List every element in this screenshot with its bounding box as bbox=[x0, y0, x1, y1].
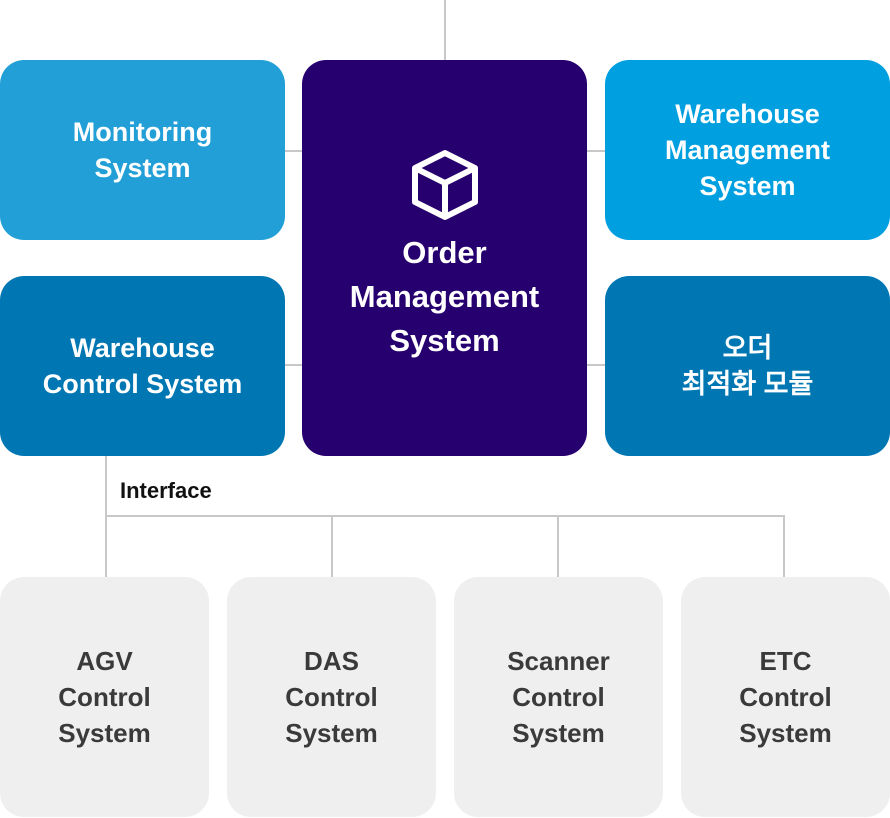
warehouse-management-system-label: Warehouse Management System bbox=[664, 99, 831, 201]
connector-oms-optimizer bbox=[587, 364, 605, 366]
das-control-system-box: DAS Control System bbox=[227, 577, 436, 817]
cube-icon bbox=[411, 150, 478, 220]
etc-control-system-box: ETC Control System bbox=[681, 577, 890, 817]
monitoring-system-label: Monitoring System bbox=[72, 117, 213, 183]
connector-oms-wms bbox=[587, 150, 605, 152]
etc-control-system-label: ETC Control System bbox=[739, 646, 832, 748]
order-optimization-module-box: 오더 최적화 모듈 bbox=[605, 276, 890, 456]
order-management-system-box: Order Management System bbox=[302, 60, 587, 456]
order-optimization-module-label: 오더 최적화 모듈 bbox=[681, 333, 814, 399]
warehouse-management-system-box: Warehouse Management System bbox=[605, 60, 890, 240]
order-management-system-label: Order Management System bbox=[349, 235, 540, 358]
scanner-control-system-label: Scanner Control System bbox=[507, 646, 610, 748]
agv-control-system-box: AGV Control System bbox=[0, 577, 209, 817]
interface-label: Interface bbox=[120, 478, 212, 503]
connector-monitoring-oms bbox=[285, 150, 302, 152]
agv-control-system-label: AGV Control System bbox=[58, 646, 151, 748]
connector-top bbox=[444, 0, 446, 60]
scanner-control-system-box: Scanner Control System bbox=[454, 577, 663, 817]
warehouse-control-system-box: Warehouse Control System bbox=[0, 276, 285, 456]
connector-etc bbox=[783, 515, 785, 577]
das-control-system-label: DAS Control System bbox=[285, 646, 378, 748]
connector-scanner bbox=[557, 515, 559, 577]
connector-wcs-oms bbox=[285, 364, 302, 366]
monitoring-system-box: Monitoring System bbox=[0, 60, 285, 240]
connector-das bbox=[331, 515, 333, 577]
warehouse-control-system-label: Warehouse Control System bbox=[42, 333, 243, 399]
interface-bus bbox=[105, 515, 784, 517]
